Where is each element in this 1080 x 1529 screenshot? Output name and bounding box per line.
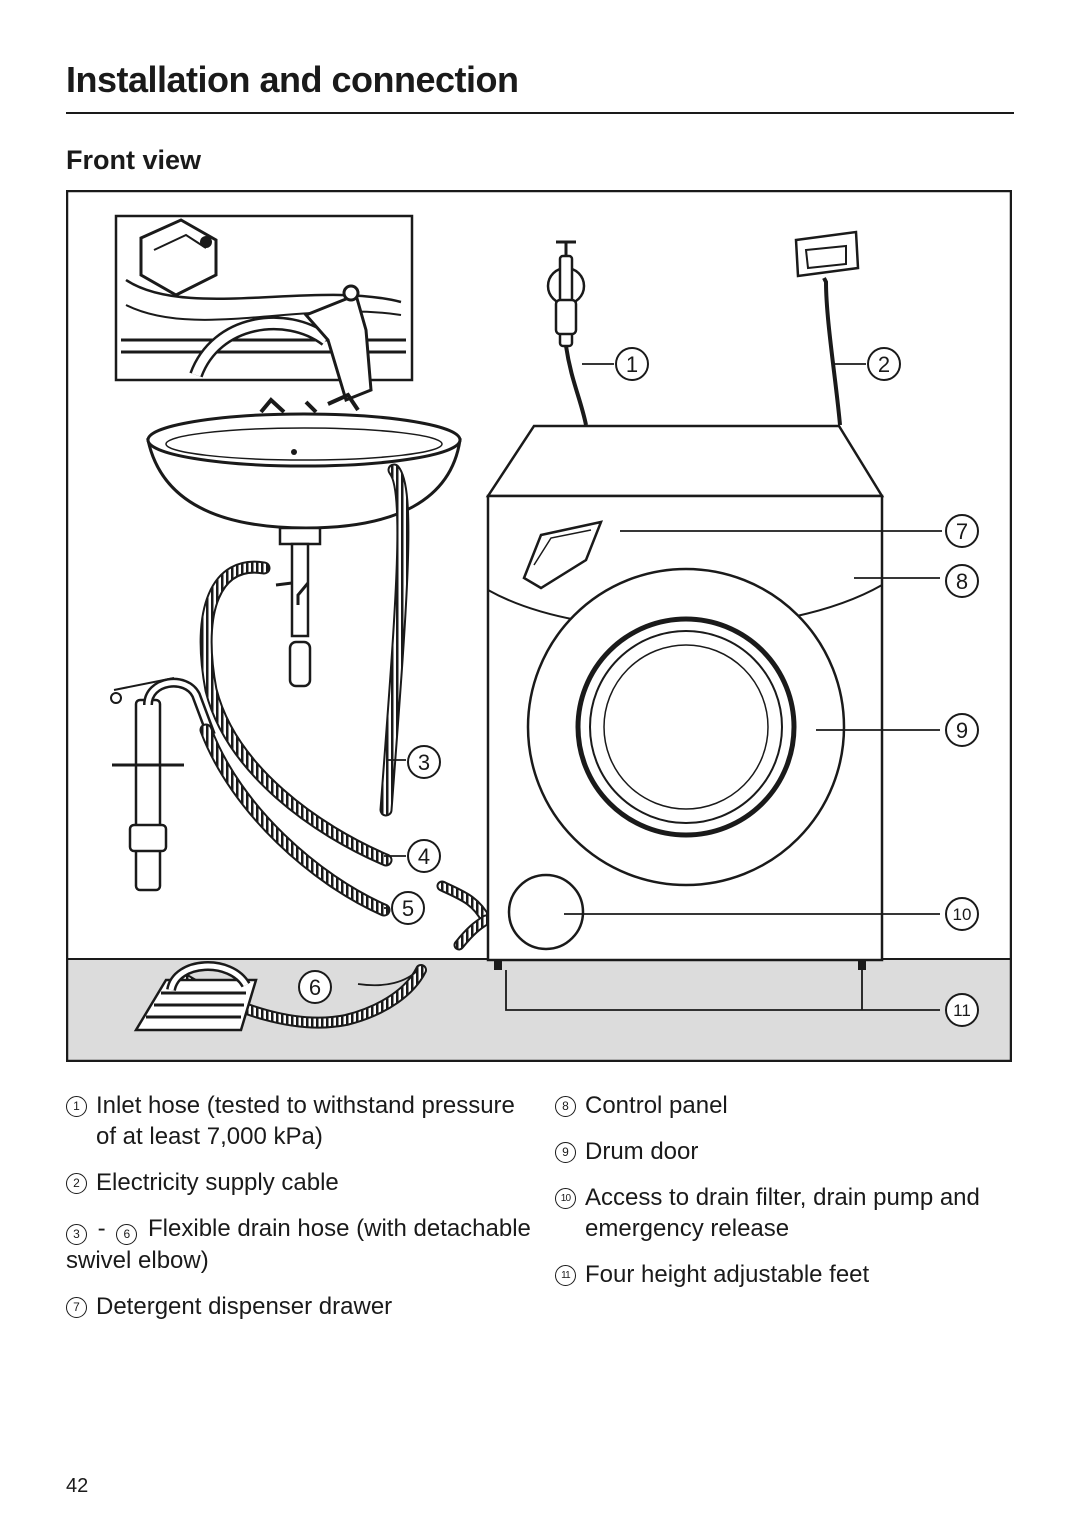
callout-3: 3 (407, 745, 441, 779)
callout-7-label: 7 (956, 519, 968, 544)
legend-range-dash: - (97, 1215, 106, 1242)
washing-machine (485, 424, 885, 970)
callout-6-label: 6 (309, 975, 321, 1000)
legend-left-column: 1 Inlet hose (tested to withstand pressu… (66, 1090, 536, 1337)
front-view-drawing: 1 2 3 4 5 6 7 8 (66, 190, 1012, 1062)
drain-hoses (180, 463, 492, 1029)
callout-1-label: 1 (626, 352, 638, 377)
callout-9: 9 (945, 713, 979, 747)
callout-5-label: 5 (402, 896, 414, 921)
wall-socket (794, 230, 860, 426)
legend-right-column: 8 Control panel 9 Drum door 10 Access to… (555, 1090, 1025, 1305)
standpipe (110, 677, 216, 892)
legend-text: Detergent dispenser drawer (96, 1293, 393, 1320)
legend-number-from: 3 (66, 1224, 87, 1245)
legend-text: Drum door (585, 1138, 699, 1165)
legend-text: Four height adjustable feet (585, 1261, 870, 1288)
callout-leaders (357, 363, 942, 1011)
legend-text: Inlet hose (tested to withstand pressure… (96, 1092, 515, 1150)
legend-item-10: 10 Access to drain filter, drain pump an… (555, 1182, 1025, 1244)
water-tap (546, 240, 588, 426)
legend-item-2: 2 Electricity supply cable (66, 1167, 536, 1198)
callout-3-label: 3 (418, 750, 430, 775)
callout-5: 5 (391, 891, 425, 925)
page-number: 42 (66, 1475, 89, 1497)
callout-4-label: 4 (418, 844, 430, 869)
section-heading: Front view (66, 145, 202, 175)
legend-item-7: 7 Detergent dispenser drawer (66, 1291, 536, 1322)
callout-9-label: 9 (956, 718, 968, 743)
title-divider (66, 112, 1014, 114)
page-title: Installation and connection (66, 59, 519, 100)
callout-11: 11 (945, 993, 979, 1027)
legend-number: 9 (555, 1142, 576, 1163)
callout-6: 6 (298, 970, 332, 1004)
callout-10-label: 10 (953, 905, 972, 924)
callout-1: 1 (615, 347, 649, 381)
callout-11-label: 11 (953, 1001, 971, 1020)
legend-item-3-6: 3 - 6 Flexible drain hose (with detachab… (66, 1213, 536, 1276)
callout-8: 8 (945, 564, 979, 598)
legend-number: 1 (66, 1096, 87, 1117)
legend-item-8: 8 Control panel (555, 1090, 1025, 1121)
callout-2-label: 2 (878, 352, 890, 377)
legend-text: Access to drain filter, drain pump and e… (585, 1184, 980, 1242)
legend-text: Control panel (585, 1092, 728, 1119)
front-view-illustration: 1 2 3 4 5 6 7 8 (66, 190, 1012, 1062)
callout-4: 4 (407, 839, 441, 873)
callout-10: 10 (945, 897, 979, 931)
callout-2: 2 (867, 347, 901, 381)
legend-item-1: 1 Inlet hose (tested to withstand pressu… (66, 1090, 536, 1152)
wash-basin (146, 392, 462, 688)
callout-7: 7 (945, 514, 979, 548)
legend-number-to: 6 (116, 1224, 138, 1245)
legend-number: 7 (66, 1297, 87, 1318)
legend-number: 11 (555, 1265, 576, 1286)
figure-frame (66, 190, 1012, 1062)
callout-8-label: 8 (956, 569, 968, 594)
legend-text: Electricity supply cable (96, 1169, 339, 1196)
legend-number: 8 (555, 1096, 576, 1117)
inset-detail (114, 214, 414, 403)
legend-item-9: 9 Drum door (555, 1136, 1025, 1167)
legend-text: Flexible drain hose (with detachable swi… (66, 1215, 531, 1274)
legend-number: 2 (66, 1173, 87, 1194)
legend-number: 10 (555, 1188, 576, 1209)
legend-item-11: 11 Four height adjustable feet (555, 1259, 1025, 1290)
floor-drain (133, 961, 258, 1032)
